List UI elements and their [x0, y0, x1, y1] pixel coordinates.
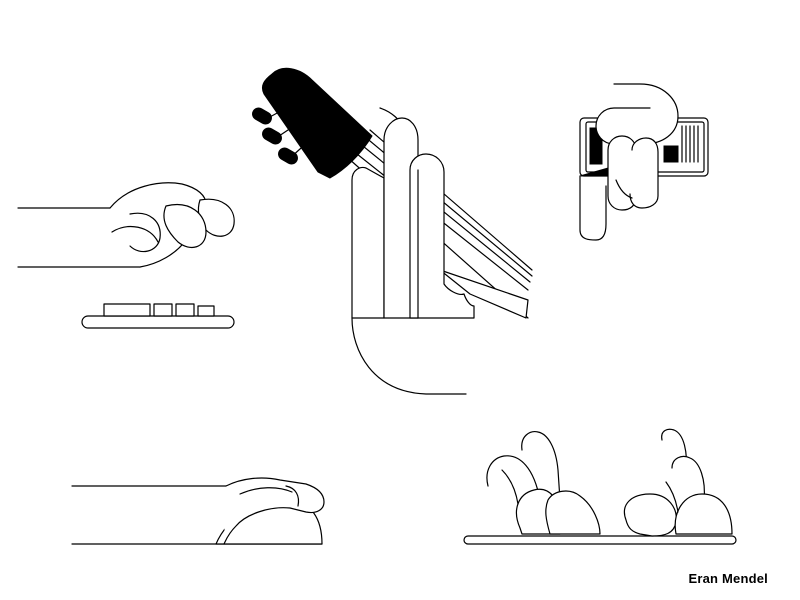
- hand-on-mouse-icon: [72, 478, 324, 544]
- hand-holding-card-icon: [580, 84, 708, 240]
- artist-signature: Eran Mendel: [688, 571, 768, 586]
- hand-on-guitar-neck-icon: [250, 68, 532, 394]
- hand-on-keyboard-icon: [18, 183, 234, 328]
- hands-typing-icon: [464, 429, 736, 544]
